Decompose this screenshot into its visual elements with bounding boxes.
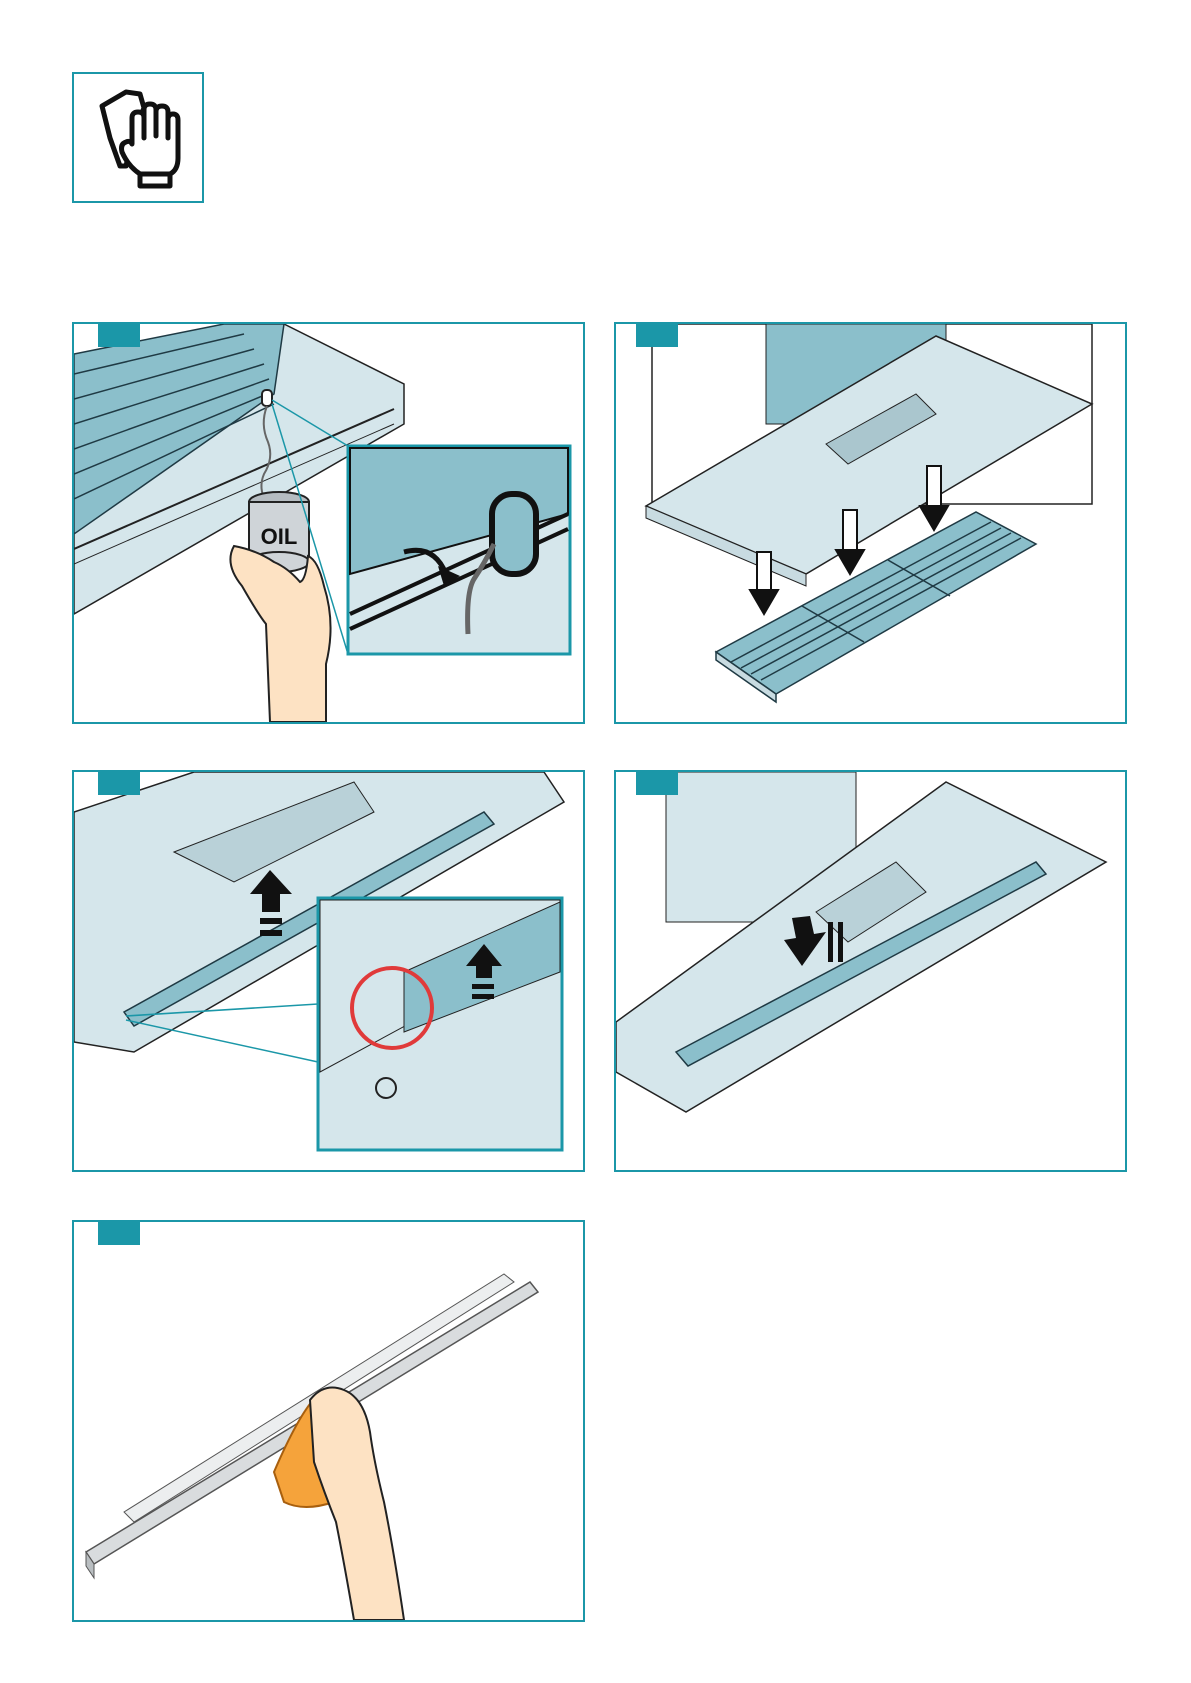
cleaning-gloves-icon-box bbox=[72, 72, 204, 203]
step-badge bbox=[98, 322, 140, 347]
step-4-illustration bbox=[616, 772, 1125, 1170]
step-badge bbox=[98, 1220, 140, 1245]
hand-icon bbox=[230, 546, 330, 722]
step-badge bbox=[636, 770, 678, 795]
step-badge bbox=[98, 770, 140, 795]
step-3-illustration bbox=[74, 772, 583, 1170]
step-5-illustration bbox=[74, 1222, 583, 1620]
cleaning-gloves-icon bbox=[74, 74, 202, 201]
step-4-panel bbox=[614, 770, 1127, 1172]
step-5-panel bbox=[72, 1220, 585, 1622]
step-1-panel: OIL bbox=[72, 322, 585, 724]
step-badge bbox=[636, 322, 678, 347]
step-1-illustration: OIL bbox=[74, 324, 583, 722]
step-2-panel bbox=[614, 322, 1127, 724]
oil-can-label: OIL bbox=[261, 524, 298, 549]
step-2-illustration bbox=[616, 324, 1125, 722]
step-3-panel bbox=[72, 770, 585, 1172]
